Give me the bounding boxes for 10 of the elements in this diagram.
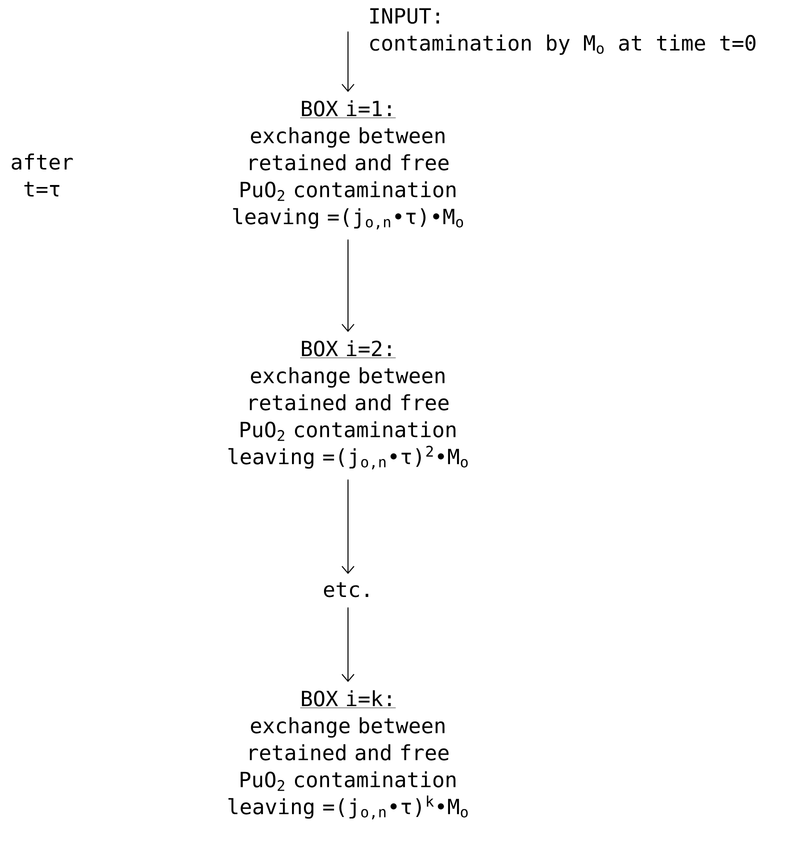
arrow	[342, 606, 354, 682]
arrow	[342, 31, 354, 92]
step-text: etc.	[324, 582, 368, 598]
arrow	[342, 239, 354, 332]
box-description: BOX i=1: exchange between retained and free PuO$_{2}$ contamination leaving =(j$_{o,n}$•τ)•M$_{o}$	[233, 100, 464, 230]
side-note: after t=τ	[12, 154, 73, 196]
box-description: BOX i=k: exchange between retained and free PuO$_{2}$ contamination leaving =(j$_{o,n}$•τ)$^{k}$•M$_{o}$	[228, 690, 468, 820]
input-text: INPUT: contamination by M$_{o}$ at time t=0	[370, 8, 756, 55]
arrow	[342, 479, 354, 574]
box-description: BOX i=2: exchange between retained and free PuO$_{2}$ contamination leaving =(j$_{o,n}$•τ)$^{2}$•M$_{o}$	[228, 340, 468, 470]
